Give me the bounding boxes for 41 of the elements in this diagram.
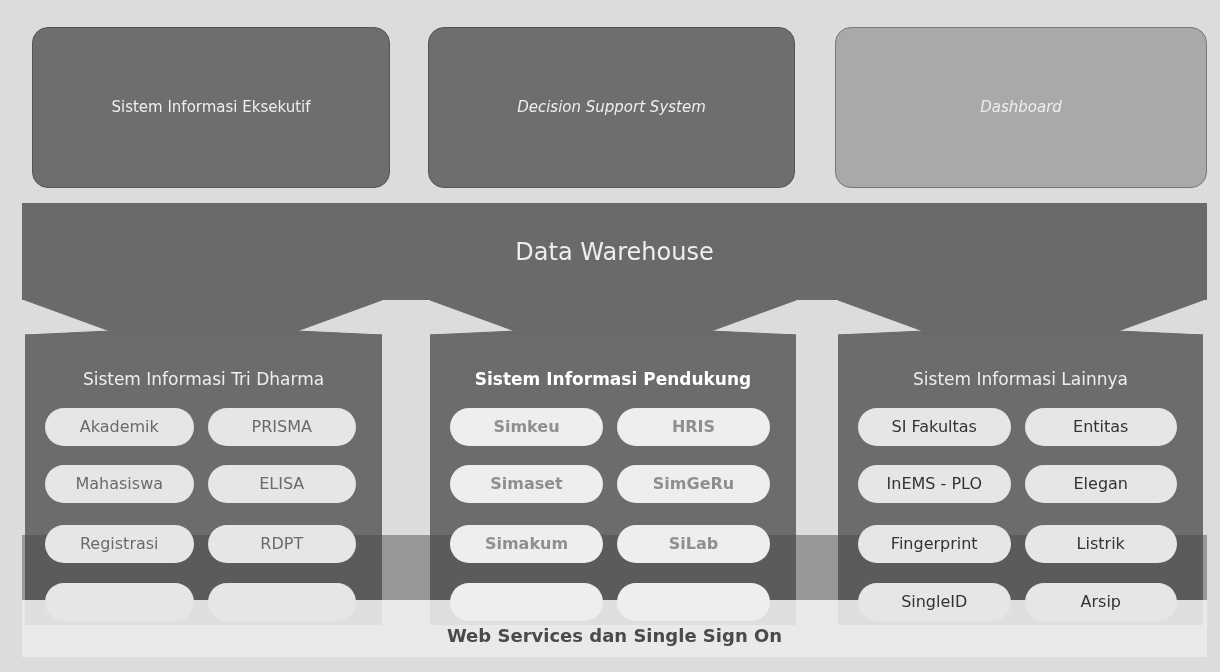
module-pill: SimGeRu [617,465,770,503]
module-pill: Registrasi [45,525,194,563]
system-group-panel [430,335,796,625]
module-pill [450,583,603,621]
system-group-panel [838,335,1203,625]
module-pill: RDPT [207,525,356,563]
module-pill [45,583,194,621]
panel-title: Sistem Informasi Pendukung [474,368,752,391]
module-pill: SiLab [617,525,770,563]
module-pill: Listrik [1024,525,1177,563]
module-pill: Mahasiswa [45,465,194,503]
panel-title: Sistem Informasi Tri Dharma [82,368,325,391]
system-box [835,27,1207,188]
band-title: Web Services dan Single Sign On [446,624,783,648]
module-pill: Elegan [1024,465,1177,503]
band-title: Data Warehouse [515,236,714,268]
module-pill: InEMS - PLO [858,465,1011,503]
system-box [32,27,390,188]
module-pill: Simakum [450,525,603,563]
system-group-panel [25,335,382,625]
module-pill: Simaset [450,465,603,503]
box-title: Sistem Informasi Eksekutif [111,97,311,119]
system-box [428,27,795,188]
funnel-connector [837,299,1204,336]
module-pill: Arsip [1024,583,1177,621]
module-pill: Akademik [45,408,194,446]
module-pill [207,583,356,621]
box-title: Decision Support System [517,97,706,119]
module-pill: SI Fakultas [858,408,1011,446]
funnel-connector [24,299,383,336]
module-pill: SingleID [858,583,1011,621]
module-pill: ELISA [207,465,356,503]
module-pill: Simkeu [450,408,603,446]
panel-title: Sistem Informasi Lainnya [913,368,1128,391]
funnel-connector [429,299,797,336]
module-pill: Fingerprint [858,525,1011,563]
module-pill: PRISMA [207,408,356,446]
module-pill [617,583,770,621]
module-pill: HRIS [617,408,770,446]
module-pill: Entitas [1024,408,1177,446]
box-title: Dashboard [980,97,1062,119]
